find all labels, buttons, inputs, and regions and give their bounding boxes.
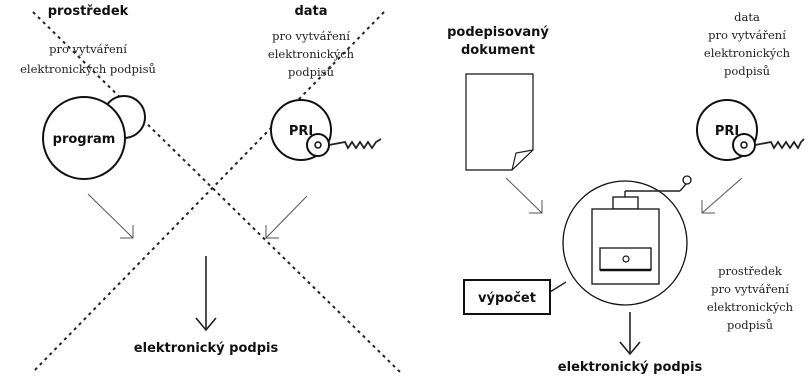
left-data-line3: podpisů xyxy=(288,65,334,79)
left-data-line2: elektronických xyxy=(268,47,355,61)
left-result-label: elektronický podpis xyxy=(134,341,279,356)
key-icon: PRI xyxy=(696,99,805,161)
right-tool-title: prostředek xyxy=(718,264,783,278)
right-tool-line1: pro vytváření xyxy=(711,282,789,296)
right-tool-line3: podpisů xyxy=(727,318,773,332)
document-icon xyxy=(465,73,534,171)
left-data-line1: pro vytváření xyxy=(272,29,350,43)
arrow-result xyxy=(195,256,217,332)
right-key-label: PRI xyxy=(715,124,739,139)
doc-label-line1: podepisovaný xyxy=(447,25,549,40)
arrow-data xyxy=(265,195,308,239)
left-data-title: data xyxy=(294,4,327,19)
right-data-line1: pro vytváření xyxy=(708,28,786,42)
right-data-line3: podpisů xyxy=(724,64,770,78)
grinder-machine-icon xyxy=(562,175,692,306)
left-panel: prostředek pro vytváření elektronických … xyxy=(20,4,401,373)
right-tool-line2: elektronických xyxy=(707,300,794,314)
cross-line-1 xyxy=(32,11,401,373)
arrow-right-result xyxy=(619,312,641,356)
arrow-program xyxy=(87,193,134,239)
arrow-right-data xyxy=(701,177,743,214)
arrow-document xyxy=(505,177,543,214)
left-tool-line1: pro vytváření xyxy=(49,42,127,56)
key-icon: PRI xyxy=(270,99,382,161)
right-result-label: elektronický podpis xyxy=(558,360,703,375)
compute-label: výpočet xyxy=(478,291,536,306)
left-key-label: PRI xyxy=(289,124,313,139)
right-panel: podepisovaný dokument data pro vytváření… xyxy=(447,10,805,375)
program-label: program xyxy=(53,132,116,147)
right-data-title: data xyxy=(734,10,760,24)
left-tool-title: prostředek xyxy=(48,4,129,19)
program-icon: program xyxy=(42,95,146,180)
doc-label-line2: dokument xyxy=(461,43,535,58)
left-tool-line2: elektronických podpisů xyxy=(20,62,156,76)
compute-box: výpočet xyxy=(463,279,567,315)
right-data-line2: elektronických xyxy=(704,46,791,60)
